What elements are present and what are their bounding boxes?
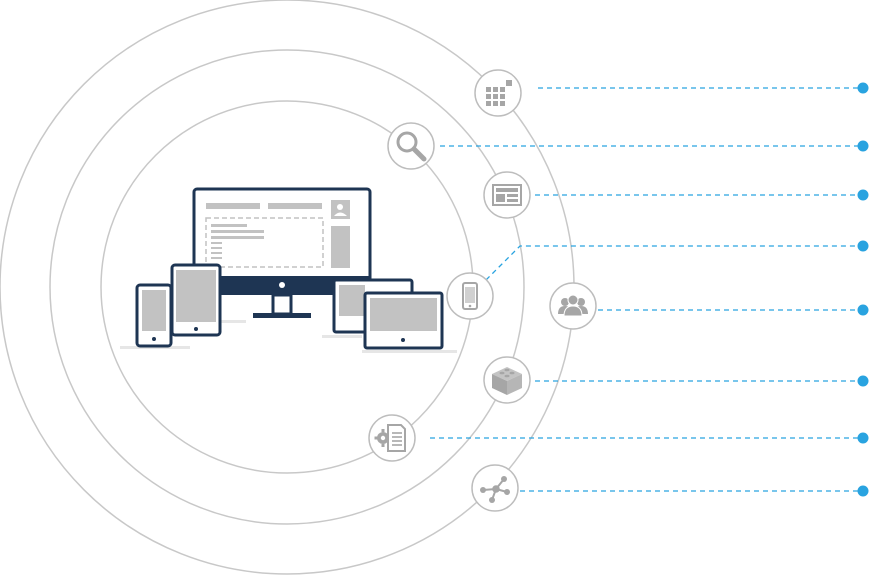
middle-ring (49, 49, 525, 525)
endpoint-dot (857, 432, 869, 444)
laptop-front (363, 291, 444, 350)
connectors (430, 87, 862, 492)
desktop-monitor (192, 187, 372, 318)
node-storage[interactable] (483, 356, 531, 404)
document-settings-icon (374, 424, 406, 452)
endpoint-dot (857, 82, 869, 94)
network-share-icon (480, 476, 510, 503)
endpoint-dot (857, 375, 869, 387)
tablet-device (170, 263, 222, 337)
endpoint-dot (857, 485, 869, 497)
node-circle (474, 69, 522, 117)
users-group-icon (558, 294, 588, 317)
endpoint-dot (857, 140, 869, 152)
node-document[interactable] (368, 414, 416, 462)
node-users[interactable] (549, 282, 597, 330)
web-page-layout-icon (492, 184, 522, 206)
endpoint-dots (857, 82, 869, 497)
node-circle (387, 122, 435, 170)
endpoint-dot (857, 189, 869, 201)
node-network[interactable] (471, 464, 519, 512)
multi-device-illustration (120, 187, 457, 353)
grid-apps-icon (486, 80, 512, 106)
storage-block-icon (492, 367, 522, 395)
node-web-layout[interactable] (483, 171, 531, 219)
search-icon (396, 131, 427, 162)
endpoint-dot (857, 240, 869, 252)
node-grid-apps[interactable] (474, 69, 522, 117)
mobile-phone-icon (462, 282, 478, 310)
endpoint-dot (857, 304, 869, 316)
icon-nodes (368, 69, 597, 512)
node-mobile[interactable] (446, 272, 494, 320)
node-search[interactable] (387, 122, 435, 170)
connector-line-mobile (485, 245, 862, 281)
phone-device (135, 283, 173, 348)
